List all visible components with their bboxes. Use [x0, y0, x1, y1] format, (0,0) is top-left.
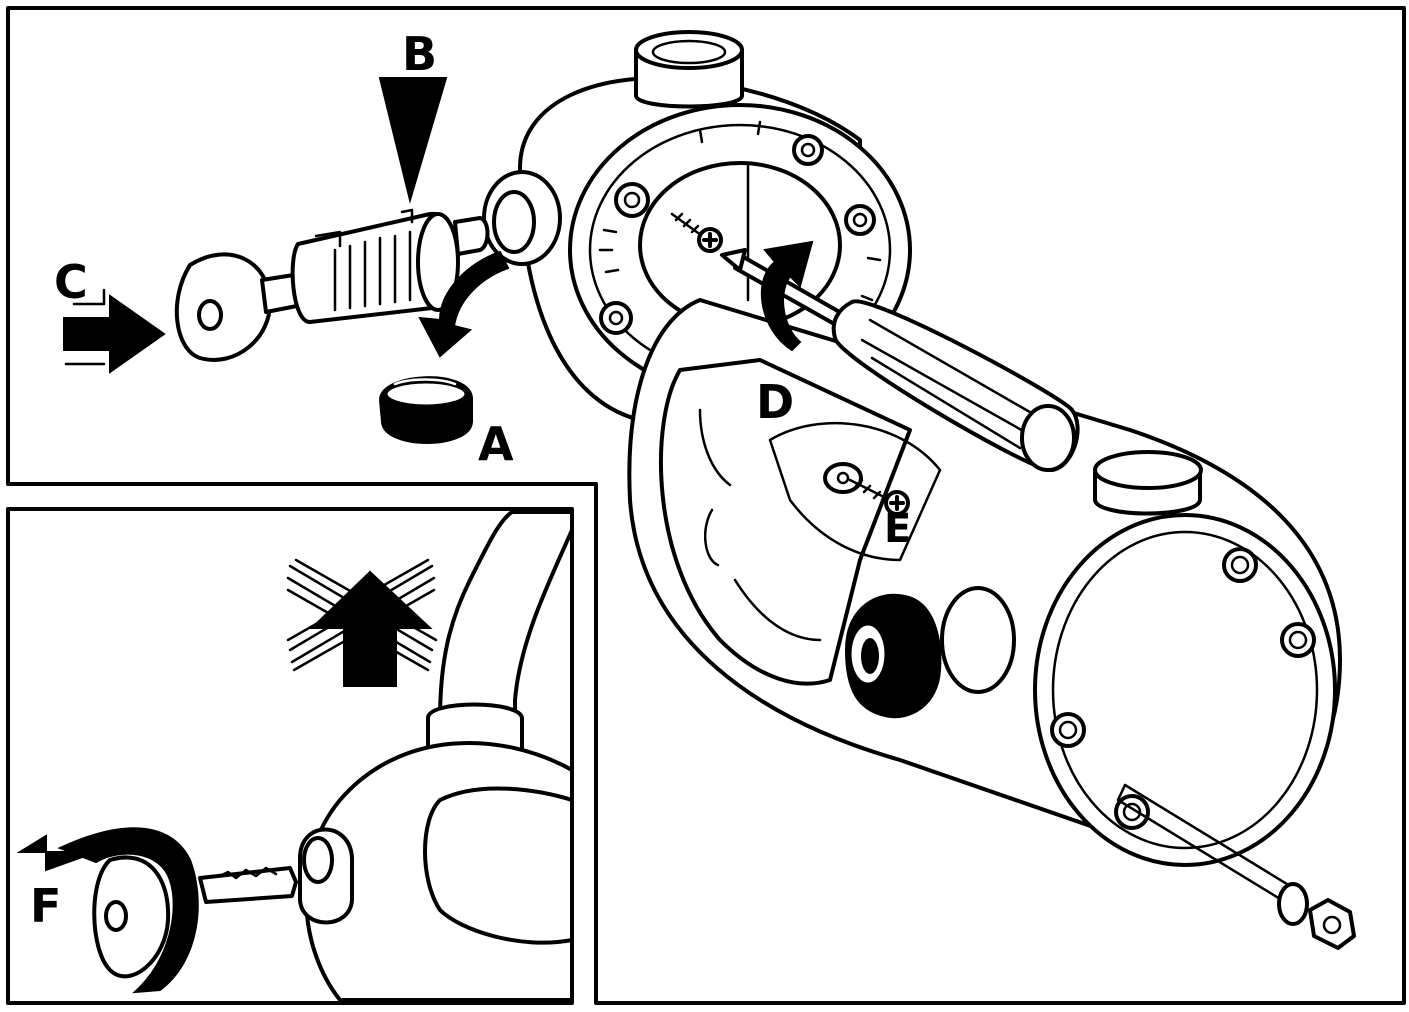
gear-housing — [627, 298, 1356, 950]
label-d: D — [756, 375, 794, 429]
screw-icon — [670, 212, 723, 253]
panel-frames — [6, 6, 1406, 1005]
label-f: F — [30, 879, 61, 933]
arrow-right-icon — [63, 288, 166, 374]
arrow-down-icon — [378, 77, 448, 204]
key-icon — [92, 855, 298, 979]
prohibited-up-arrow-icon — [286, 558, 438, 687]
screw-icon — [848, 478, 910, 516]
lock-cylinder-icon — [290, 208, 490, 324]
label-c: C — [54, 255, 88, 309]
release-knob — [844, 586, 1016, 719]
label-b: B — [402, 27, 437, 81]
cap-icon — [378, 376, 473, 444]
curved-arrow-icon — [418, 250, 510, 358]
inset-housing — [298, 510, 574, 1002]
label-e: E — [884, 506, 911, 552]
rotate-arrow-icon — [760, 240, 814, 352]
label-a: A — [478, 417, 514, 471]
screwdriver-icon — [720, 248, 1080, 472]
rotate-arrow-icon — [16, 827, 199, 994]
key-icon — [174, 252, 304, 362]
